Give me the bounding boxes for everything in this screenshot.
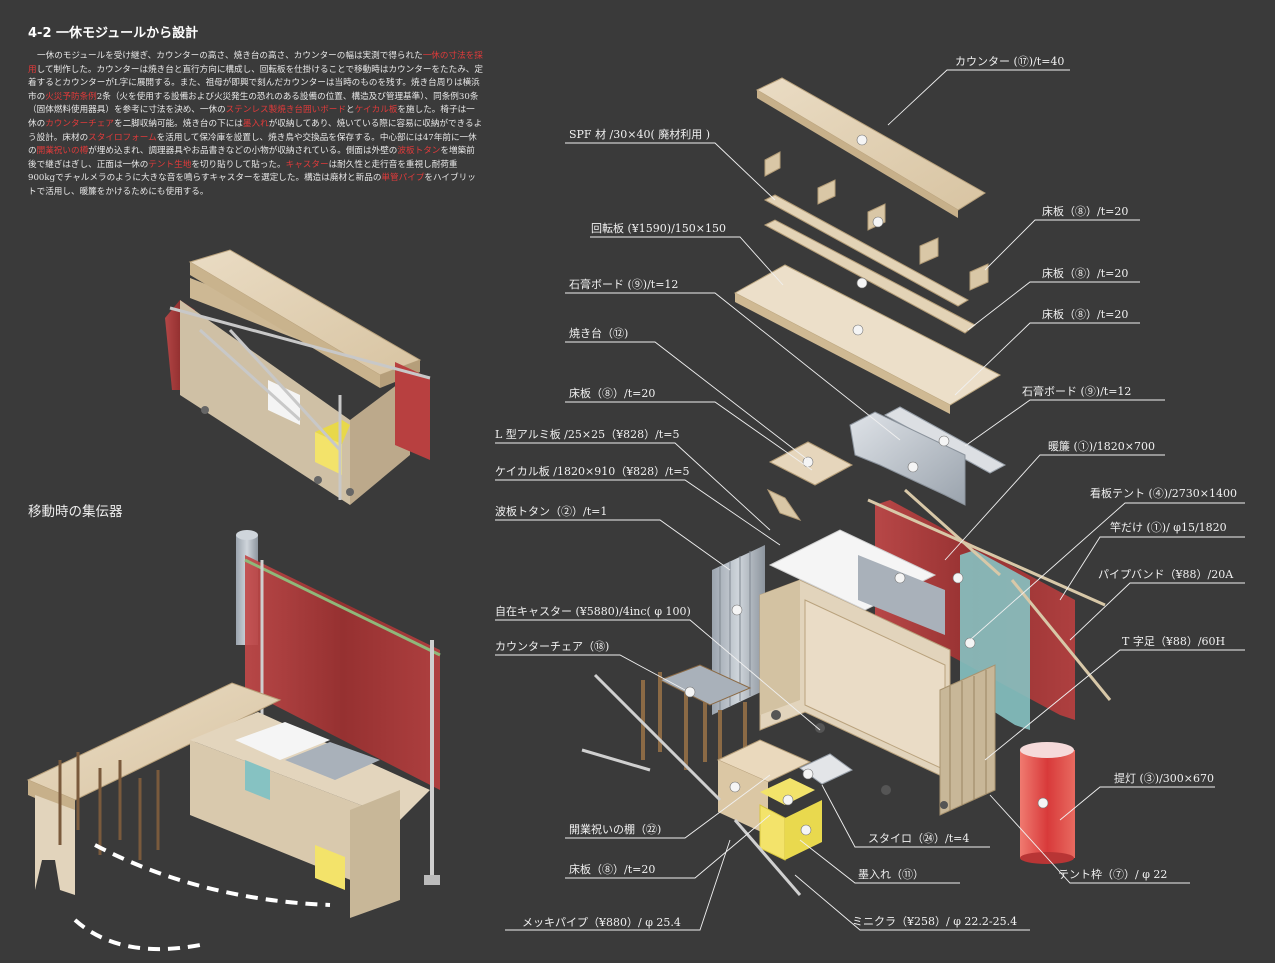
label-floor-3: 床板（⑧）/t=20	[1042, 308, 1129, 321]
paragraph-text: を二脚収納可能。焼き台の下には	[113, 118, 243, 129]
paragraph-text: を増築前後で継ぎはぎし、正面は一休の	[28, 146, 475, 170]
label-floor-4: 床板（⑧）/t=20	[569, 387, 656, 400]
paragraph-text: を活用して保冷庫を設置し、焼き鳥や交換品を保存する。中心部には47年前に一休の	[28, 132, 477, 157]
label-floor-1: 床板（⑧）/t=20	[1042, 205, 1129, 218]
label-barrel: 開業祝いの棚（㉒)	[569, 823, 662, 836]
label-rotary-board: 回転板 (¥1590)/150×150	[591, 222, 726, 235]
moving-state-title: 移動時の集伝器	[28, 504, 123, 520]
label-mekki-pipe: メッキパイプ（¥880）/ φ 25.4	[522, 916, 681, 929]
paragraph-text: と	[346, 105, 355, 116]
paragraph-text: が収納してあり、焼いている際に容易に収納ができるよう設計。床材の	[28, 118, 483, 143]
highlighted-term: 開業祝いの樽	[36, 146, 89, 157]
label-ink-box: 墨入れ（⑪）	[858, 868, 924, 881]
highlighted-term: ステンレス製焼き台囲いボード	[225, 105, 346, 116]
label-spf: SPF 材 /30×40( 廃材利用 )	[569, 128, 711, 141]
label-styro: スタイロ（㉔）/t=4	[868, 832, 970, 845]
label-t-leg: T 字足（¥88）/60H	[1122, 635, 1226, 648]
label-minikura: ミニクラ（¥258）/ φ 22.2-25.4	[852, 915, 1018, 928]
paragraph-text: をハイブリットで活用し、暖簾をかけるためにも使用する。	[28, 173, 476, 197]
label-noren: 暖簾 (①)/1820×700	[1048, 440, 1155, 453]
highlighted-term: 一休の寸法を採用	[28, 51, 483, 75]
paragraph-text: を施した。椅子は一休の	[28, 105, 475, 129]
label-gypsum-1: 石膏ボード (⑨)/t=12	[569, 278, 679, 291]
description-paragraph: 一休のモジュールを受け継ぎ、カウンターの高さ、焼き台の高さ、カウンターの幅は実測…	[28, 50, 483, 200]
label-counter-chair: カウンターチェア（⑱)	[495, 640, 610, 653]
label-caster: 自在キャスター (¥5880)/4inc( φ 100)	[495, 605, 691, 618]
label-floor-2: 床板（⑧）/t=20	[1042, 267, 1129, 280]
highlighted-term: 波板トタン	[397, 146, 441, 157]
highlighted-term: スタイロフォーム	[88, 132, 157, 143]
section-heading: 4-2 一休モジュールから設計	[28, 26, 199, 41]
paragraph-text: は耐久性と走行音を重視し耐荷重900kgでチャルメラのように大きな音を鳴らすキャ…	[28, 159, 458, 184]
label-grill: 焼き台（⑫)	[569, 327, 629, 340]
label-pole: 竿だけ (①)/ φ15/1820	[1110, 521, 1227, 534]
paragraph-text: 2条（火を使用する設備および火災発生の恐れのある設備の位置、構造及び管理基準）、…	[28, 91, 479, 116]
label-lantern: 提灯 (③)/300×670	[1114, 772, 1214, 785]
label-gypsum-2: 石膏ボード (⑨)/t=12	[1022, 385, 1132, 398]
label-keical-board: ケイカル板 /1820×910（¥828）/t=5	[495, 465, 690, 478]
label-floor-5: 床板（⑧）/t=20	[569, 863, 656, 876]
assembled-cart-illustration	[165, 249, 431, 505]
highlighted-term: ケイカル板	[354, 105, 398, 116]
label-l-aluminum: L 型アルミ板 /25×25（¥828）/t=5	[495, 428, 680, 441]
highlighted-term: 墨入れ	[242, 118, 269, 129]
paragraph-text: 一休のモジュールを受け継ぎ、カウンターの高さ、焼き台の高さ、カウンターの幅は実測…	[37, 51, 423, 61]
paragraph-text: して制作した。カウンターは焼き台と直行方向に構成し、回転板を仕掛けることで移動時…	[28, 64, 483, 102]
highlighted-term: 火災予防条例	[45, 91, 97, 102]
leader-lines	[495, 69, 1245, 931]
paragraph-text: を切り貼りして貼った。	[191, 159, 286, 170]
highlighted-term: テント生地	[148, 159, 192, 170]
label-counter: カウンター (⑰)/t=40	[955, 55, 1065, 68]
deployed-cart-illustration	[26, 530, 441, 952]
highlighted-term: キャスター	[285, 159, 329, 170]
highlighted-term: カウンターチェア	[45, 118, 114, 129]
label-tent-frame: テント枠（⑦）/ φ 22	[1058, 868, 1168, 881]
label-pipe-band: パイプバンド（¥88）/20A	[1098, 568, 1234, 581]
label-tent: 看板テント (④)/2730×1400	[1090, 487, 1237, 500]
exploded-parts	[581, 77, 1112, 896]
label-wave-tin: 波板トタン（②）/t=1	[495, 505, 608, 518]
highlighted-term: 単管パイプ	[381, 173, 425, 184]
paragraph-text: が埋め込まれ、調理器具やお品書きなどの小物が収納されている。側面は外壁の	[88, 146, 398, 157]
